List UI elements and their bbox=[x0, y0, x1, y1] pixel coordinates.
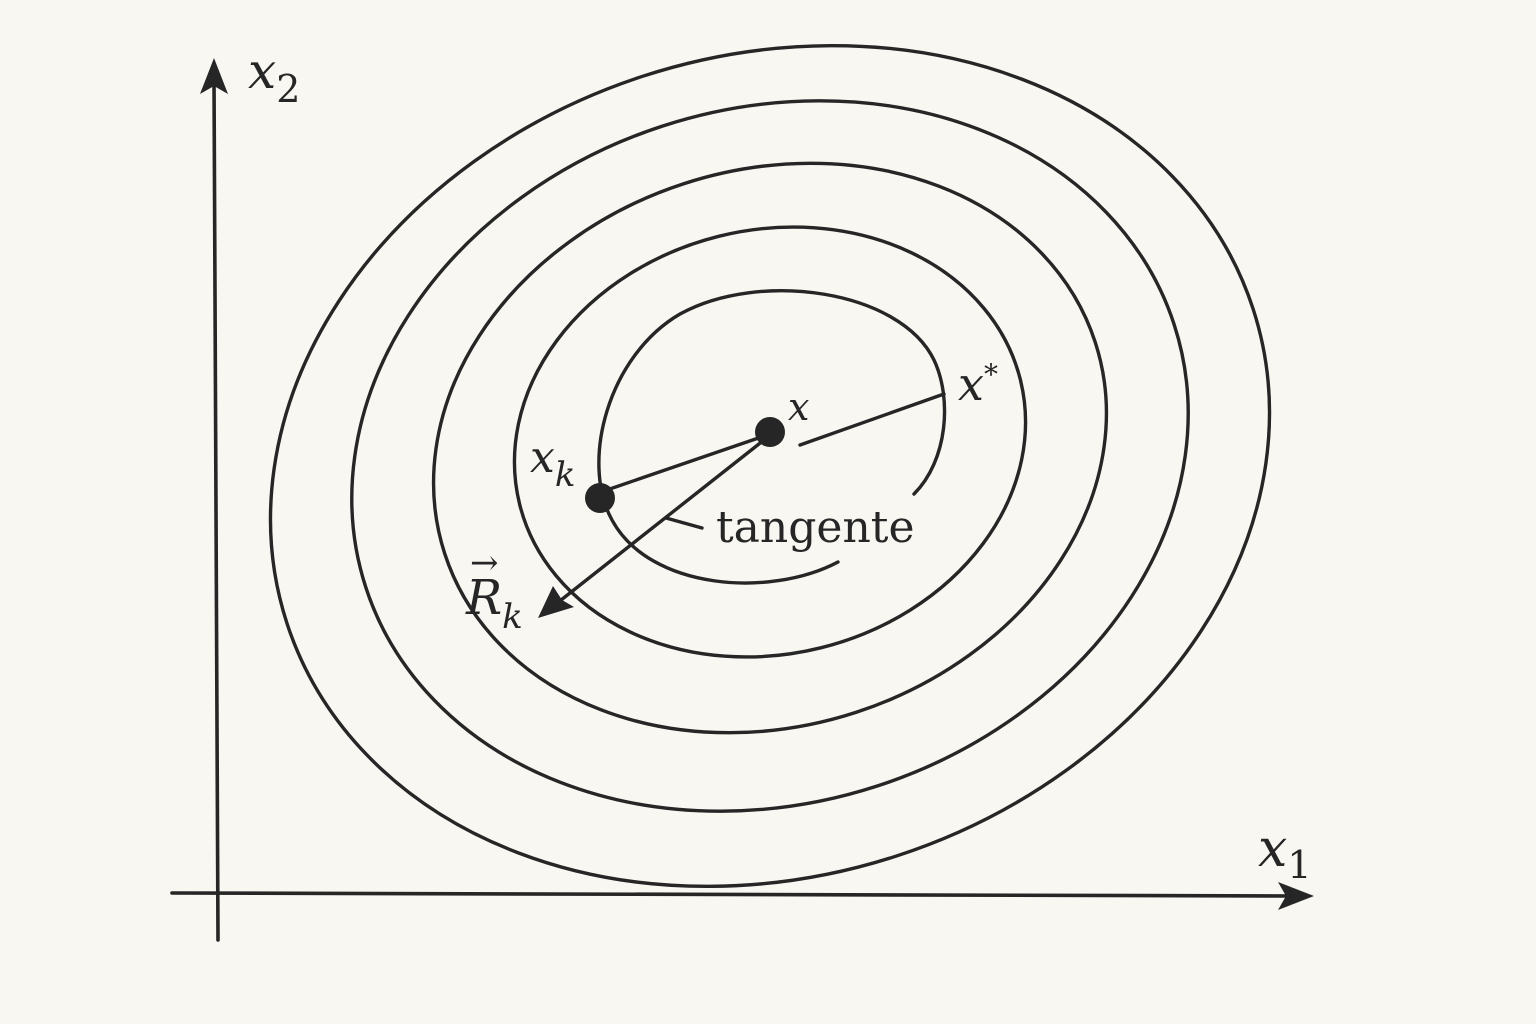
vector-rk-arrowhead bbox=[538, 586, 574, 618]
x1-axis bbox=[170, 891, 1297, 898]
vector-rk-line bbox=[554, 438, 766, 606]
line-to-optimum bbox=[798, 392, 946, 447]
x1-axis-label: x1 bbox=[1258, 819, 1312, 887]
x2-axis-arrowhead bbox=[200, 58, 228, 94]
label-center: x bbox=[788, 385, 809, 429]
label-xstar: x* bbox=[958, 357, 998, 411]
contour-lines bbox=[268, 43, 1272, 889]
label-tangente: tangente bbox=[716, 502, 915, 553]
contour-outer bbox=[268, 43, 1272, 889]
contour-4 bbox=[350, 99, 1190, 813]
point-xk bbox=[585, 483, 615, 513]
x2-axis bbox=[212, 76, 220, 942]
label-rk: Rk bbox=[465, 570, 523, 637]
tangent-leader bbox=[664, 516, 704, 530]
label-rk-over-arrow: → bbox=[470, 543, 499, 583]
segment-xk-to-center bbox=[599, 432, 772, 494]
label-xk: xk bbox=[530, 432, 575, 495]
contour-2 bbox=[512, 225, 1028, 659]
point-center bbox=[755, 417, 785, 447]
contour-3 bbox=[431, 161, 1109, 735]
axes bbox=[170, 58, 1314, 942]
contour-inner-arc bbox=[597, 289, 947, 585]
x1-axis-arrowhead bbox=[1278, 882, 1314, 910]
x2-axis-label: x2 bbox=[248, 42, 300, 111]
